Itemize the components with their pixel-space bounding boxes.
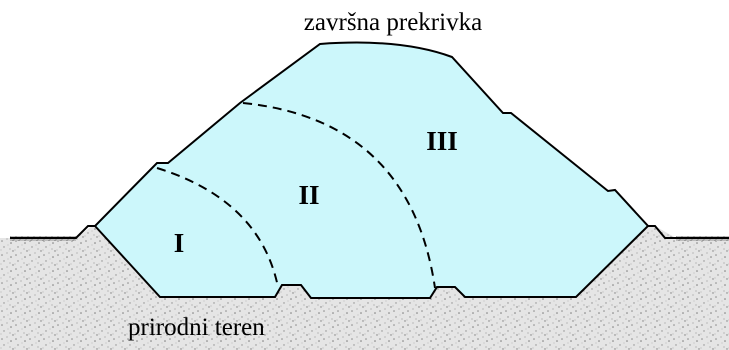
zone-label-i: I: [174, 228, 185, 258]
natural-ground-area: [0, 226, 729, 350]
zone-label-ii: II: [298, 180, 319, 210]
landfill-body: [93, 41, 650, 299]
zone-boundary-1: [156, 167, 279, 288]
top-cover-label: završna prekrivka: [304, 9, 482, 36]
natural-ground-label: prirodni teren: [128, 314, 265, 341]
ground-line-left: [10, 225, 95, 239]
ground-line-right: [648, 225, 729, 239]
zone-label-iii: III: [426, 126, 458, 156]
